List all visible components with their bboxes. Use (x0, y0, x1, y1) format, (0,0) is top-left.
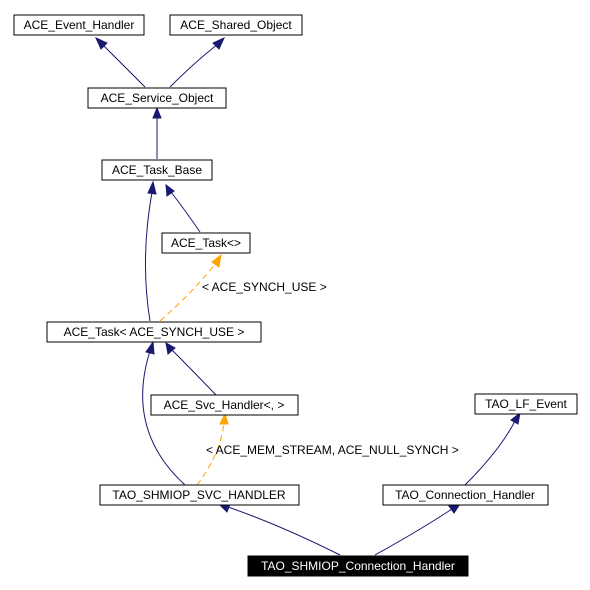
node-label: ACE_Task< ACE_SYNCH_USE > (64, 325, 245, 339)
edge-arrowhead (94, 36, 108, 50)
edge-service-object-to-event-handler (101, 43, 146, 88)
edge-service-object-to-shared-object (169, 43, 219, 88)
node-ace-service-object[interactable]: ACE_Service_Object (87, 87, 227, 109)
edge-arrowhead (211, 253, 222, 268)
edge-arrowhead (510, 411, 521, 425)
edge-arrowhead (165, 342, 176, 355)
node-tao-connection-handler[interactable]: TAO_Connection_Handler (382, 484, 549, 506)
node-ace-task-synch[interactable]: ACE_Task< ACE_SYNCH_USE > (46, 321, 262, 343)
edge-connection-handler-to-tao-connection-handler (374, 508, 453, 556)
node-ace-event-handler[interactable]: ACE_Event_Handler (13, 14, 145, 36)
node-label: TAO_LF_Event (485, 397, 567, 411)
node-label: ACE_Svc_Handler<, > (164, 398, 285, 412)
edge-arrowhead (212, 36, 226, 50)
node-label: TAO_SHMIOP_Connection_Handler (261, 559, 455, 573)
edge-task-synch-to-task-base (144, 191, 153, 322)
node-ace-task-template[interactable]: ACE_Task<> (161, 232, 251, 254)
edge-svc-handler-to-task-synch (171, 349, 217, 396)
node-tao-shmiop-connection-handler[interactable]: TAO_SHMIOP_Connection_Handler (247, 555, 469, 577)
edge-arrowhead (147, 180, 157, 195)
edge-arrowhead (219, 412, 229, 425)
edge-shmiop-svc-handler-to-svc-handler (196, 422, 225, 486)
node-ace-shared-object[interactable]: ACE_Shared_Object (169, 14, 303, 36)
edge-task-synch-to-task-template (159, 262, 217, 322)
edge-label-task-template-args: < ACE_SYNCH_USE > (202, 280, 327, 294)
edge-connection-handler-to-shmiop-svc-handler (227, 506, 341, 556)
node-label: TAO_SHMIOP_SVC_HANDLER (112, 488, 285, 502)
edge-arrowhead (165, 183, 175, 197)
node-label: ACE_Shared_Object (180, 18, 292, 32)
edge-arrowhead (145, 340, 155, 355)
node-label: ACE_Service_Object (101, 91, 214, 105)
edge-label-svc-handler-template-args: < ACE_MEM_STREAM, ACE_NULL_SYNCH > (206, 443, 459, 457)
edge-connection-handler-to-lf-event (464, 420, 516, 486)
node-label: ACE_Event_Handler (24, 18, 135, 32)
node-tao-shmiop-svc-handler[interactable]: TAO_SHMIOP_SVC_HANDLER (99, 484, 300, 506)
node-label: ACE_Task<> (171, 236, 241, 250)
node-ace-svc-handler[interactable]: ACE_Svc_Handler<, > (150, 394, 299, 416)
edge-arrowhead (152, 106, 162, 119)
edge-shmiop-svc-handler-to-task-synch (142, 350, 186, 486)
node-label: TAO_Connection_Handler (395, 488, 535, 502)
node-label: ACE_Task_Base (112, 163, 202, 177)
node-tao-lf-event[interactable]: TAO_LF_Event (474, 393, 578, 415)
node-ace-task-base[interactable]: ACE_Task_Base (101, 159, 213, 181)
edge-task-template-to-task-base (170, 191, 201, 233)
